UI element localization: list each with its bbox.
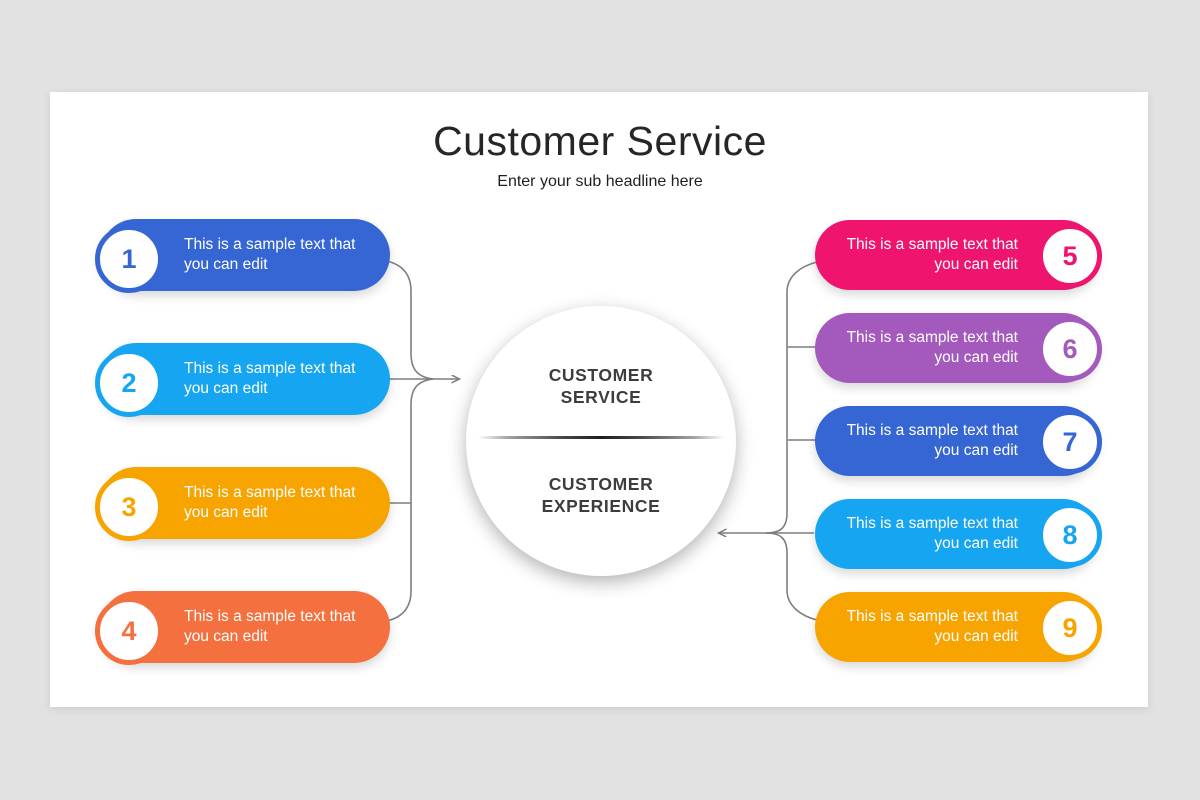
step-number-circle: 8 — [1038, 503, 1102, 567]
step-text: This is a sample text that you can edit — [184, 360, 356, 397]
step-text: This is a sample text that you can edit — [184, 236, 356, 273]
step-pill-3[interactable]: This is a sample text that you can edit … — [95, 467, 390, 541]
step-number: 4 — [121, 615, 137, 646]
step-number-circle: 9 — [1038, 596, 1102, 660]
step-number-circle: 4 — [95, 597, 163, 665]
divider-line — [478, 436, 724, 439]
step-text: This is a sample text that you can edit — [846, 422, 1018, 459]
step-number-circle: 3 — [95, 473, 163, 541]
step-pill-1[interactable]: This is a sample text that you can edit … — [95, 219, 390, 293]
step-pill-2[interactable]: This is a sample text that you can edit … — [95, 343, 390, 417]
step-pill-4[interactable]: This is a sample text that you can edit … — [95, 591, 390, 665]
step-number: 3 — [121, 491, 137, 522]
step-text: This is a sample text that you can edit — [846, 329, 1018, 366]
step-number: 1 — [121, 243, 137, 274]
step-text: This is a sample text that you can edit — [846, 236, 1018, 273]
step-text: This is a sample text that you can edit — [184, 484, 356, 521]
center-bottom-label: CUSTOMER EXPERIENCE — [541, 474, 661, 516]
step-text: This is a sample text that you can edit — [846, 608, 1018, 645]
center-top-label: CUSTOMER SERVICE — [548, 365, 654, 407]
step-number: 8 — [1062, 519, 1078, 550]
step-number-circle: 7 — [1038, 410, 1102, 474]
step-number: 5 — [1062, 240, 1078, 271]
step-number-circle: 5 — [1038, 224, 1102, 288]
step-number: 2 — [121, 367, 137, 398]
step-pill-7[interactable]: This is a sample text that you can edit … — [815, 406, 1102, 476]
step-pill-9[interactable]: This is a sample text that you can edit … — [815, 592, 1102, 662]
step-number: 6 — [1062, 333, 1078, 364]
page-title: Customer Service — [433, 118, 767, 164]
page-subtitle: Enter your sub headline here — [497, 173, 703, 190]
step-number-circle: 2 — [95, 349, 163, 417]
step-text: This is a sample text that you can edit — [184, 608, 356, 645]
step-pill-6[interactable]: This is a sample text that you can edit … — [815, 313, 1102, 383]
step-text: This is a sample text that you can edit — [846, 515, 1018, 552]
step-number-circle: 6 — [1038, 317, 1102, 381]
step-pill-8[interactable]: This is a sample text that you can edit … — [815, 499, 1102, 569]
center-circle: CUSTOMER SERVICE CUSTOMER EXPERIENCE — [466, 306, 736, 576]
step-pill-5[interactable]: This is a sample text that you can edit … — [815, 220, 1102, 290]
step-number-circle: 1 — [95, 225, 163, 293]
step-number: 9 — [1062, 612, 1078, 643]
step-number: 7 — [1062, 426, 1078, 457]
